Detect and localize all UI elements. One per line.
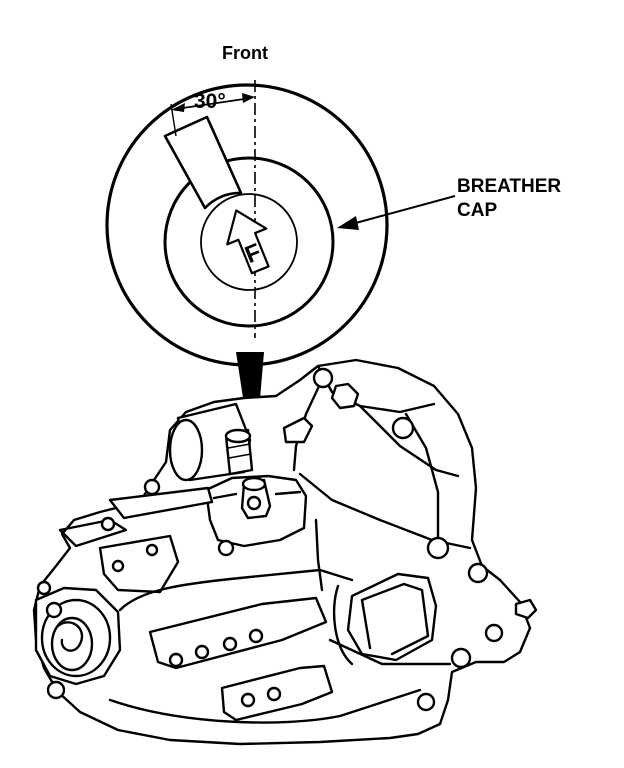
breather-cap-top [241, 476, 267, 492]
diff-cover-face [360, 582, 430, 656]
stud-thread [228, 453, 252, 459]
bolt-boss [450, 647, 472, 669]
rib-hole [266, 686, 282, 702]
bolt-boss [391, 416, 415, 440]
housing-rib-diagonal [358, 404, 460, 478]
housing-rib-diagonal-2 [404, 412, 440, 542]
flange-bolt [143, 478, 161, 496]
rib-hole [248, 628, 264, 644]
bolt-boss [484, 623, 504, 643]
small-boss [36, 580, 52, 596]
transmission-assembly [32, 358, 538, 746]
upper-stud-top [224, 428, 252, 444]
breather-label: BREATHER [457, 176, 561, 197]
rib-hole [168, 652, 184, 668]
angle-arrow-left [171, 103, 185, 112]
case-inner-edge [328, 638, 452, 666]
left-bracket-plate [98, 534, 180, 594]
lower-left-bolt [46, 680, 66, 700]
bolt-boss [312, 367, 334, 389]
diff-cover-edge [360, 598, 372, 650]
angle-arrow-right [242, 93, 255, 103]
rib-hole [222, 636, 238, 652]
diff-mount-ring [332, 584, 354, 666]
rear-cylinder-end [168, 418, 204, 482]
bracket-flange [212, 490, 302, 500]
bolt-boss [426, 536, 450, 560]
stud-thread [227, 443, 251, 449]
case-lower-curve [118, 568, 354, 612]
housing-rib-side [314, 518, 324, 592]
bolt-boss-hex [330, 382, 360, 410]
callout-leader-line [351, 195, 456, 225]
cap-inner-circle [200, 193, 298, 291]
bolt-boss-nub [282, 416, 314, 444]
small-boss [100, 516, 116, 532]
output-seal-lip [56, 621, 84, 652]
callout-arrowhead [337, 216, 359, 230]
diff-cover-box [346, 572, 438, 662]
plate-bolt [111, 559, 125, 573]
cap-detail-view: 30° F [105, 80, 389, 367]
bolt-boss [416, 692, 436, 712]
lower-rib-beam [148, 596, 328, 670]
angle-dimension-line [175, 97, 252, 110]
left-upper-tab [58, 518, 128, 548]
rib-hole [240, 692, 256, 708]
angle-label: 30° [194, 90, 226, 113]
breather-cap-ring [246, 495, 262, 511]
upper-flange-rail [108, 486, 214, 520]
plate-bolt [145, 543, 159, 557]
front-label: Front [222, 43, 268, 63]
cap-middle-circle [163, 156, 335, 328]
bolt-boss-tab [514, 598, 538, 620]
angle-extension-line [170, 103, 177, 137]
bolt-boss [467, 562, 489, 584]
case-lower-edge [108, 688, 422, 724]
rib-hole [194, 644, 210, 660]
flange-left-bolt [45, 601, 63, 619]
bracket-bolt [217, 539, 235, 557]
front-arrow-mark: F [226, 209, 270, 275]
cap-vent-tube [163, 115, 243, 210]
cap-label: CAP [457, 200, 497, 221]
